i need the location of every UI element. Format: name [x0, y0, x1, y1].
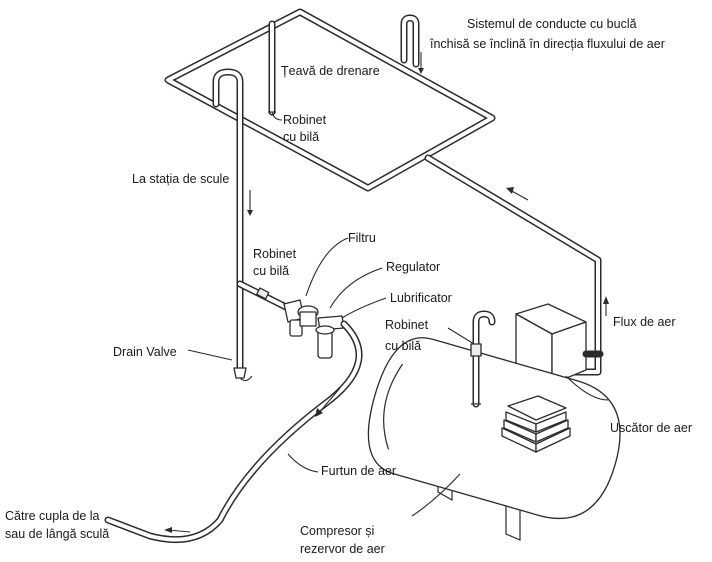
right-ball-valve-riser	[470, 310, 496, 408]
ball-valve-right-label-line2: cu bilă	[385, 339, 422, 353]
drain-pipe-label: Țeavă de drenare	[281, 64, 380, 78]
compressor-label-line1: Compresor și	[300, 524, 375, 538]
air-dryer-label: Uscător de aer	[610, 421, 692, 435]
frl-branch-pipe	[236, 280, 296, 314]
tool-station-label: La stația de scule	[132, 172, 230, 186]
compressor-head	[501, 395, 571, 453]
to-tool-label-line2: sau de lângă sculă	[5, 527, 110, 541]
frl-unit	[283, 299, 345, 359]
air-hose-label: Furtun de aer	[321, 464, 397, 478]
drain-pipe	[268, 20, 283, 121]
filter-label: Filtru	[348, 231, 376, 245]
compressor-label-line2: rezervor de aer	[300, 542, 385, 556]
left-gooseneck-drop	[212, 68, 253, 372]
receiver-tank	[367, 337, 621, 541]
closed-loop-label-line1: Sistemul de conducte cu buclă	[467, 17, 637, 31]
right-gooseneck	[400, 14, 424, 74]
air-hose	[104, 320, 363, 544]
air-dryer-box	[515, 303, 604, 385]
closed-loop-label-line2: închisă se înclină în direcția fluxului …	[430, 37, 665, 51]
label-leaders	[187, 237, 609, 517]
lubricator-label: Lubrificator	[390, 291, 452, 305]
ball-valve-mid-label-line2: cu bilă	[253, 264, 290, 278]
regulator-label: Regulator	[386, 260, 441, 274]
ball-valve-top-label-line2: cu bilă	[283, 130, 320, 144]
drain-valve	[233, 367, 253, 382]
closed-loop-piping	[164, 8, 496, 192]
ball-valve-mid-label-line1: Robinet	[253, 247, 297, 261]
to-tool-label-line1: Către cupla de la	[5, 509, 100, 523]
drain-valve-label: Drain Valve	[113, 345, 177, 359]
air-flow-label: Flux de aer	[613, 315, 676, 329]
ball-valve-top-label-line1: Robinet	[283, 113, 327, 127]
ball-valve-right-label-line1: Robinet	[385, 318, 429, 332]
